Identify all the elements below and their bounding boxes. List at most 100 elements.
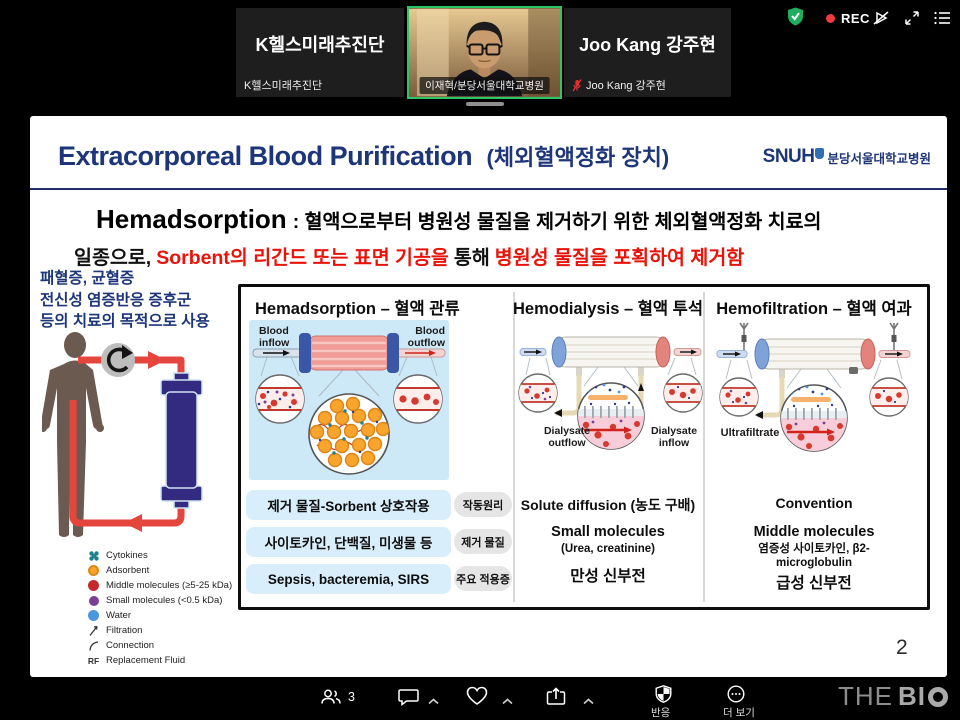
water-dot-icon [86,610,101,621]
chat-button[interactable] [398,688,419,711]
dialysate-outflow-label: Dialysate outflow [543,425,591,449]
thebio-logo-bi: BI [898,681,926,711]
heart-icon [466,686,488,705]
slide-title-en: Extracorporeal Blood Purification [58,141,473,171]
ultrafiltrate-label: Ultrafiltrate [720,427,780,439]
participant-tile-joo-kang[interactable]: Joo Kang 강주현 Joo Kang 강주현 [564,8,731,97]
row-tag-molecules: 제거 물질 [454,529,512,554]
hemodialysis-molecules-sub: (Urea, creatinine) [561,543,655,555]
column-divider [513,292,515,602]
hemodialysis-indication: 만성 신부전 [570,568,646,585]
mic-muted-icon [572,78,582,91]
rf-abbreviation: RF [87,655,100,666]
participant-name-label: 이재혁/분당서울대학교병원 [419,77,550,94]
dialysate-inflow-label: Dialysate inflow [650,425,698,449]
column-header-hemofiltration: Hemofiltration – 혈액 여과 [716,300,912,318]
hemodialysis-molecules: Small molecules [551,524,665,540]
screen-share-view-icon[interactable] [872,10,890,26]
rec-label: REC [841,11,870,26]
middle-molecules-dot-icon [86,580,101,591]
definition-line2-mid: 통해 [453,247,490,269]
legend: Cytokines Adsorbent Middle molecules (≥5… [86,548,232,668]
filtration-line-icon [86,625,101,637]
term-hemadsorption: Hemadsorption [96,204,287,234]
thebio-logo: THE BI [838,681,948,712]
hemadsorption-diagram-panel: Blood inflow Blood outflow [249,320,449,480]
rec-dot-icon [826,14,835,23]
hemofiltration-molecules: Middle molecules [753,524,875,540]
more-ellipsis-icon [727,685,745,703]
fullscreen-icon[interactable] [904,10,920,26]
hemodialysis-diagram [518,336,703,450]
snuh-logo: SNUH 분당서울대학교병원 [763,146,931,168]
participants-count: 3 [348,689,355,704]
definition-line2-red2: 병원성 물질을 포획하여 제거함 [494,247,745,269]
therapy-comparison-box: Hemadsorption – 혈액 관류 Blood inflow Blood… [238,284,930,610]
chat-icon [398,689,419,707]
view-options-icon[interactable] [933,10,951,26]
legend-item: Water [86,608,232,623]
participant-tile-khealth[interactable]: K헬스미래추진단 K헬스미래추진단 [236,8,404,97]
shield-badge-icon [655,685,672,703]
legend-item: Cytokines [86,548,232,563]
adsorbent-dot-icon [86,565,101,576]
slide-page-number: 2 [896,636,908,659]
snuh-logo-text: SNUH [762,146,815,167]
hemadsorption-definition: Hemadsorption: 혈액으로부터 병원성 물질을 제거하기 위한 체외… [68,202,918,277]
thebio-logo-o-ring-icon [928,686,948,707]
share-screen-button[interactable] [546,687,566,711]
definition-line2-black: 일종으로, [74,247,152,269]
recording-indicator[interactable]: REC [826,11,870,26]
security-shield-icon [787,7,804,26]
snuh-shield-icon [815,147,825,159]
participant-tile-active-speaker[interactable]: 이재혁/분당서울대학교병원 [407,6,562,99]
row-tag-indication: 주요 적용증 [454,566,512,591]
slide-title-ko: (체외혈액정화 장치) [486,145,670,170]
column-header-hemodialysis: Hemodialysis – 혈액 투석 [513,300,704,318]
hemofiltration-diagram [716,322,911,452]
reactions-shield-button[interactable] [655,685,672,708]
hemofiltration-indication: 급성 신부전 [776,575,852,592]
legend-item: Middle molecules (≥5-25 kDa) [86,578,232,593]
reactions-menu-caret[interactable] [502,692,513,710]
legend-item: Filtration [86,623,232,638]
column-divider [703,292,705,602]
column-header-hemadsorption: Hemadsorption – 혈액 관류 [255,300,460,318]
reactions-label: 반응 [651,707,671,719]
legend-item: Small molecules (<0.5 kDa) [86,593,232,608]
patient-circuit-diagram [42,332,203,537]
blood-inflow-label: Blood inflow [259,325,290,349]
video-strip-drag-handle[interactable] [466,102,504,106]
cytokines-cluster-icon [86,550,101,562]
participants-button[interactable]: 3 [320,688,355,705]
shared-presentation-slide: Extracorporeal Blood Purification (체외혈액정… [30,116,947,677]
participant-name-label: K헬스미래추진단 [244,80,323,92]
hemadsorption-indication: Sepsis, bacteremia, SIRS [246,564,451,594]
slide-header: Extracorporeal Blood Purification (체외혈액정… [30,116,947,190]
row-tag-principle: 작동원리 [454,492,512,517]
blood-outflow-label: Blood outflow [407,325,445,349]
chat-menu-caret[interactable] [428,692,439,710]
hemodialysis-principle: Solute diffusion (농도 구배) [520,497,696,513]
definition-line1: : 혈액으로부터 병원성 물질을 제거하기 위한 체외혈액정화 치료의 [292,211,822,233]
share-screen-icon [546,687,566,705]
hospital-name: 분당서울대학교병원 [827,151,931,166]
connection-curve-icon [86,640,101,652]
indications-text: 패혈증, 균혈증 전신성 염증반응 증후군 등의 치료의 목적으로 사용 [40,270,210,330]
share-menu-caret[interactable] [583,692,594,710]
legend-item: Connection [86,638,232,653]
hemadsorption-cartridge-diagram [252,333,446,475]
hemadsorption-molecules: 사이토카인, 단백질, 미생물 등 [246,527,451,557]
participants-icon [321,689,341,704]
more-label: 더 보기 [723,707,755,719]
definition-line2-red1: Sorbent의 리간드 또는 표면 기공을 [156,247,449,269]
reactions-heart-button[interactable] [466,686,488,711]
thebio-logo-the: THE [838,681,893,711]
small-molecules-dot-icon [86,595,101,606]
more-button[interactable] [727,685,745,708]
participant-name-label: Joo Kang 강주현 [586,80,666,92]
hemofiltration-principle: Convention [775,495,853,511]
slide-title: Extracorporeal Blood Purification (체외혈액정… [58,140,669,172]
